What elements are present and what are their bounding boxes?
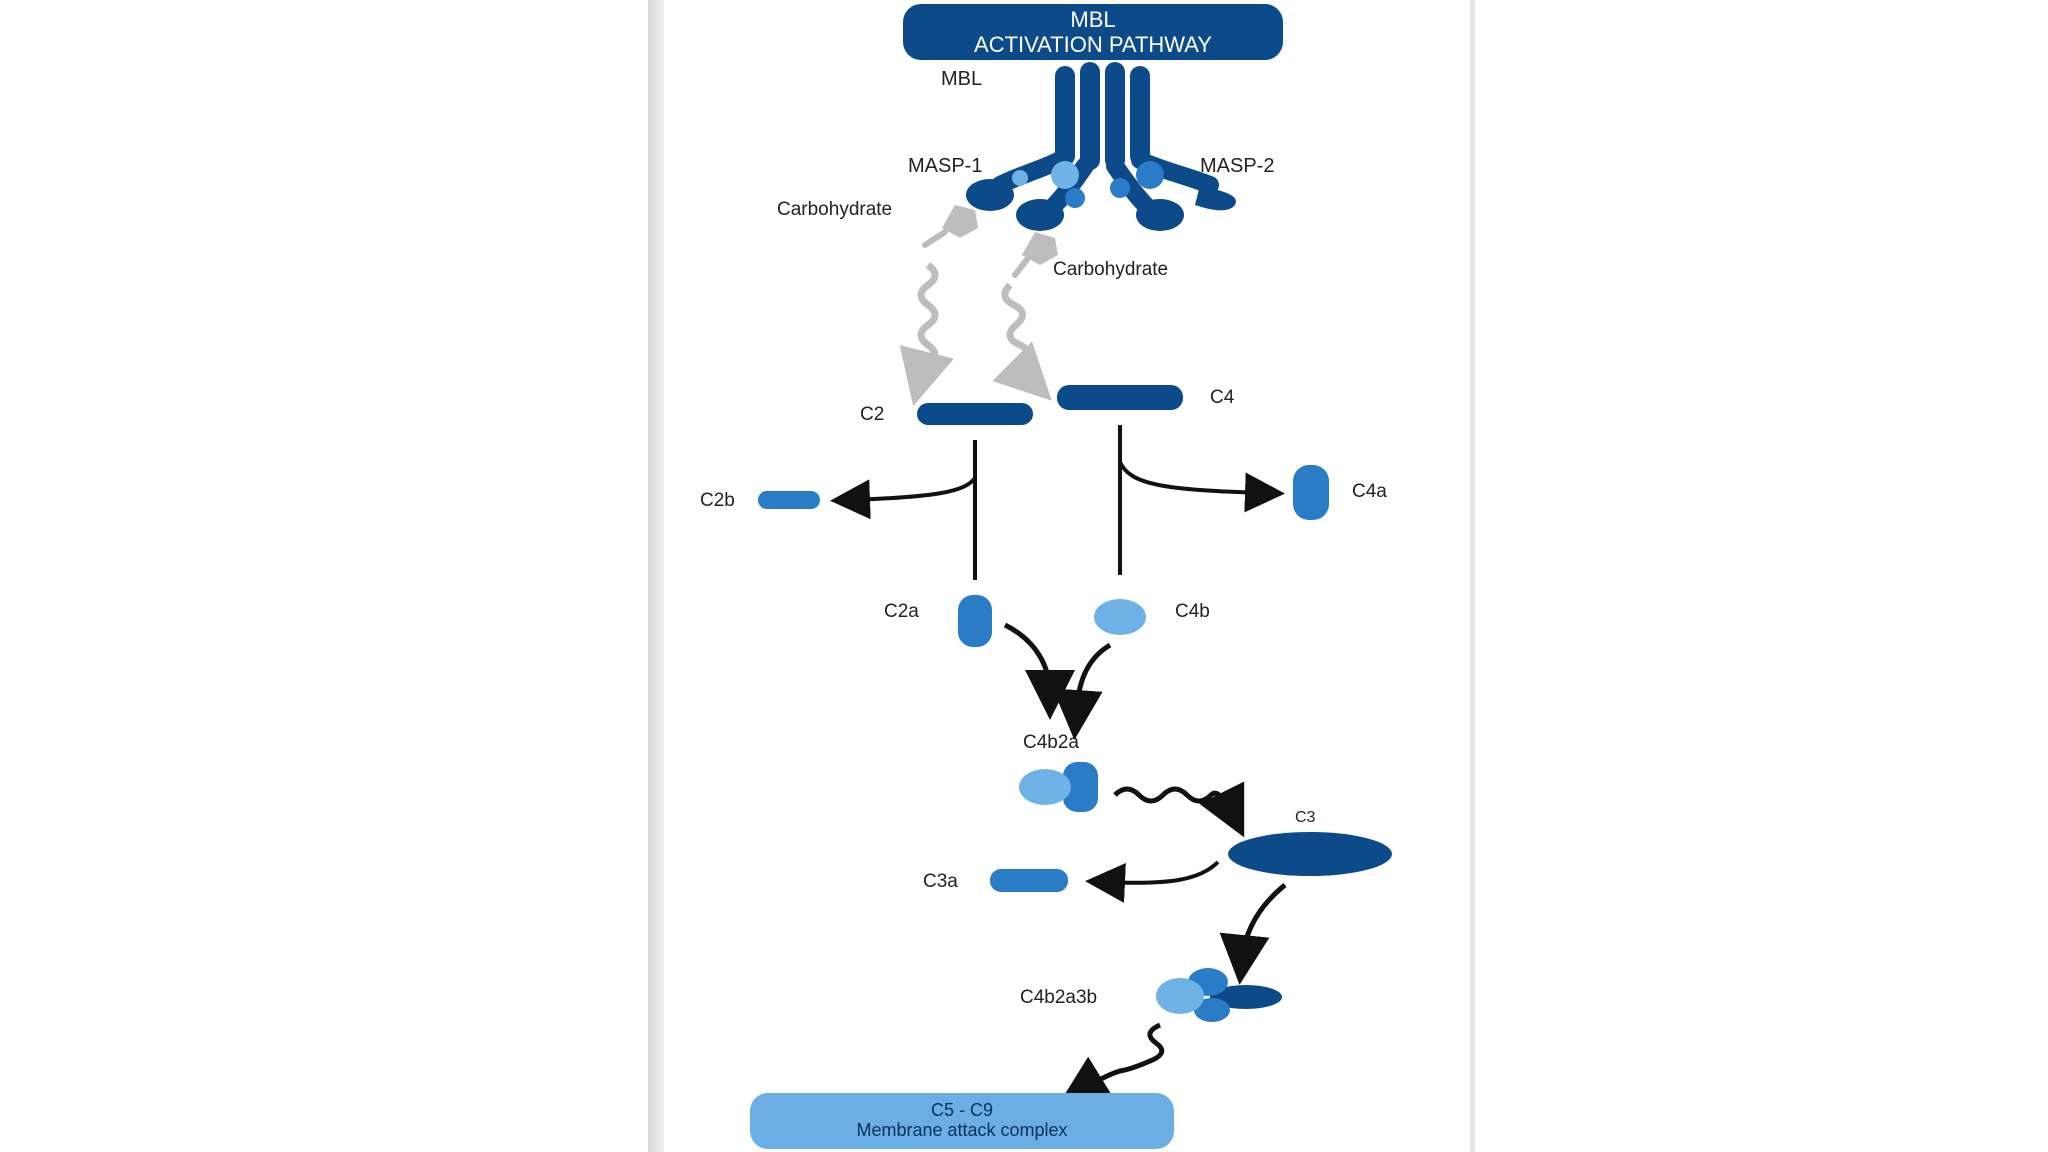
c4a-molecule — [1293, 465, 1329, 520]
label-c2b: C2b — [700, 490, 735, 511]
gray-wavy-arrow-left — [899, 262, 954, 407]
label-c2: C2 — [860, 404, 884, 425]
arrow-to-c4a — [1118, 461, 1285, 513]
carbohydrate-right-marker — [1012, 232, 1058, 278]
label-masp-2: MASP-2 — [1200, 155, 1274, 177]
mac-line-2: Membrane attack complex — [856, 1120, 1067, 1140]
arrow-to-c2b — [830, 476, 977, 520]
carbohydrate-left-marker — [922, 205, 978, 248]
label-c4b2a3b: C4b2a3b — [1020, 987, 1097, 1008]
c4b2a-complex — [1019, 762, 1098, 812]
c4-molecule — [1057, 385, 1183, 410]
title-box: MBL ACTIVATION PATHWAY — [903, 4, 1283, 60]
label-c3: C3 — [1295, 809, 1316, 826]
label-c4: C4 — [1210, 387, 1235, 408]
label-c4b: C4b — [1175, 601, 1210, 622]
gray-wavy-arrow-right — [992, 282, 1052, 401]
c2a-molecule — [958, 595, 992, 647]
label-mbl: MBL — [941, 68, 982, 90]
wavy-arrow-to-mac — [1058, 1022, 1165, 1105]
c4b-molecule — [1094, 599, 1146, 635]
label-c3a: C3a — [923, 871, 958, 892]
c3-molecule — [1228, 832, 1392, 876]
label-c2a: C2a — [884, 601, 919, 622]
label-masp-1: MASP-1 — [908, 155, 982, 177]
c2-molecule — [917, 403, 1033, 425]
arrow-c4b-to-c4b2a — [1052, 642, 1112, 740]
label-c4a: C4a — [1352, 481, 1387, 502]
mac-line-1: C5 - C9 — [931, 1100, 993, 1120]
title-line-2: ACTIVATION PATHWAY — [974, 32, 1212, 57]
page-edge-left — [648, 0, 664, 1152]
c4b2a3b-complex — [1156, 968, 1282, 1022]
label-carbohydrate-left: Carbohydrate — [777, 199, 892, 220]
page-edge-right — [1470, 0, 1475, 1152]
label-c4b2a: C4b2a — [1023, 732, 1079, 753]
arrow-c2a-to-c4b2a — [1003, 622, 1075, 720]
c2b-molecule — [758, 491, 820, 509]
membrane-attack-complex-box: C5 - C9 Membrane attack complex — [750, 1093, 1174, 1149]
arrow-to-c4b2a3b — [1219, 883, 1287, 985]
wavy-arrow-to-c3 — [1113, 781, 1245, 838]
label-carbohydrate-right: Carbohydrate — [1053, 259, 1168, 280]
arrow-to-c3a — [1085, 860, 1220, 903]
c3a-molecule — [990, 869, 1068, 892]
title-line-1: MBL — [1070, 7, 1115, 32]
mbl-molecule — [966, 62, 1236, 231]
